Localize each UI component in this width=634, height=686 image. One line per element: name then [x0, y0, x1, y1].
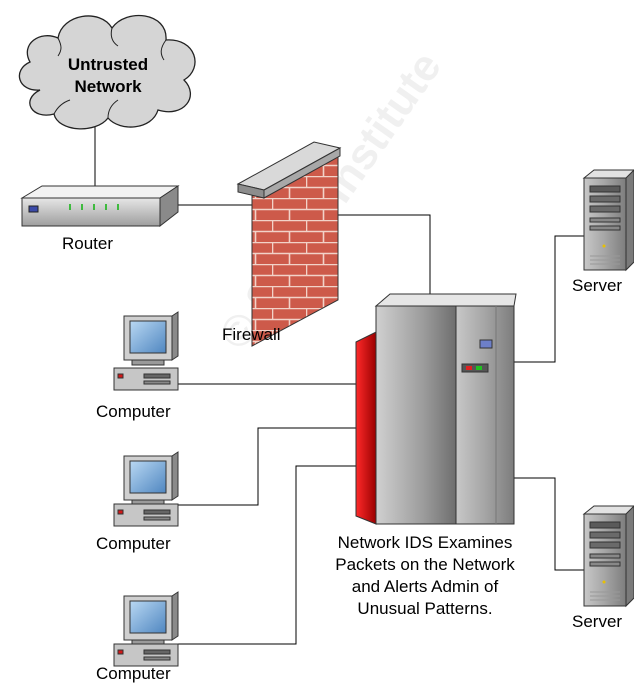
- ids-caption-line-1: Network IDS Examines: [337, 533, 513, 552]
- ids-caption-line-2: Packets on the Network: [335, 555, 515, 574]
- connection-lines: [94, 112, 584, 645]
- firewall-label: Firewall: [222, 325, 281, 344]
- firewall-icon: [236, 141, 342, 347]
- server-bottom-label: Server: [572, 612, 623, 631]
- line-ids-server-top: [513, 235, 584, 363]
- server-bottom-icon: [582, 505, 634, 608]
- ids-caption-line-4: Unusual Patterns.: [357, 599, 493, 618]
- server-top-label: Server: [572, 276, 623, 295]
- cloud-label-line-2: Network: [74, 77, 142, 96]
- line-ids-server-bottom: [513, 477, 584, 571]
- cloud-label-line-1: Untrusted: [67, 55, 149, 74]
- line-firewall-ids: [338, 214, 431, 300]
- router-label: Router: [62, 234, 114, 253]
- line-computer3-ids: [178, 465, 360, 645]
- cloud-icon: [18, 14, 196, 130]
- computer-1-label: Computer: [96, 402, 171, 421]
- ids-machine-icon: [355, 293, 517, 525]
- cloud-label: Untrusted Network: [60, 54, 156, 98]
- line-computer2-ids: [178, 427, 360, 506]
- computer-2-label: Computer: [96, 534, 171, 553]
- router-icon: [20, 185, 180, 228]
- ids-caption-line-3: and Alerts Admin of: [351, 577, 499, 596]
- computer-3-label: Computer: [96, 664, 171, 683]
- computer-2-icon: [113, 451, 179, 527]
- ids-caption: Network IDS Examines Packets on the Netw…: [300, 532, 550, 620]
- computer-3-icon: [113, 591, 179, 667]
- server-top-icon: [582, 169, 634, 272]
- computer-1-icon: [113, 311, 179, 391]
